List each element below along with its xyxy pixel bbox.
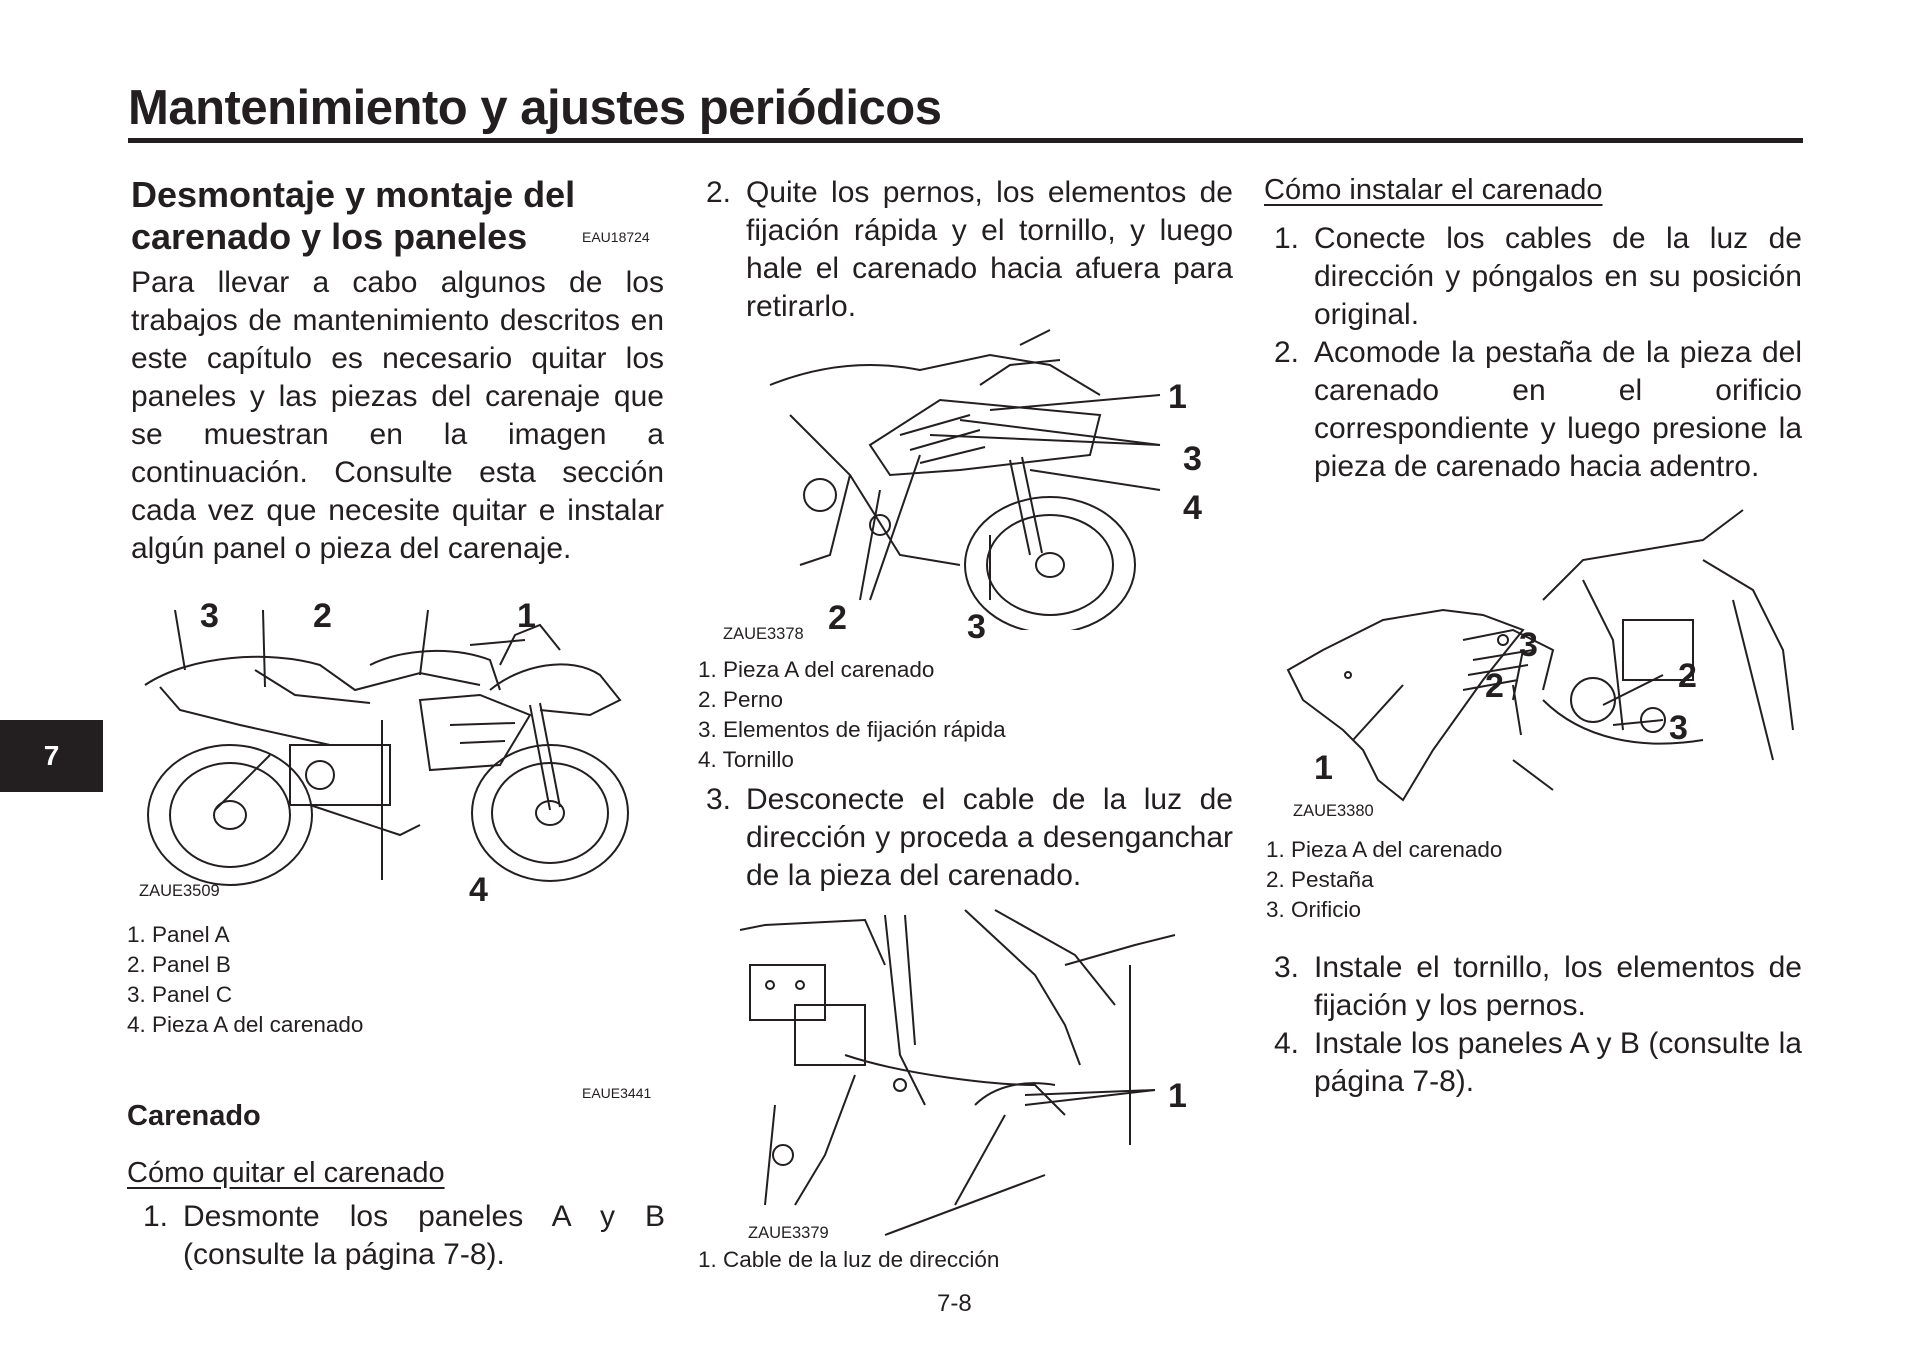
callout-1: 1 [1314, 749, 1333, 787]
legend-item: 2. Perno [698, 687, 784, 712]
step-text: Desconecte el cable de la luz de direcci… [746, 783, 1233, 892]
page-number: 7-8 [937, 1290, 972, 1317]
turn-signal-cable-figure [739, 909, 1176, 1236]
callout-1: 1 [517, 597, 536, 635]
step-number: 3. [1274, 951, 1300, 984]
step-text: Instale el tornillo, los elementos de fi… [1314, 951, 1802, 1022]
section-title-line1: Desmontaje y montaje del [131, 174, 576, 215]
legend-item: 4. Tornillo [698, 747, 794, 772]
step-number: 1. [1274, 222, 1300, 255]
legend-item: 3. Elementos de fijación rápida [698, 717, 1006, 742]
install-step-2: 2. Acomode la pestaña de la pieza del ca… [1274, 334, 1802, 486]
remove-step-3: 3. Desconecte el cable de la luz de dire… [706, 781, 1233, 895]
chapter-tab: 7 [0, 720, 103, 792]
page-title: Mantenimiento y ajustes periódicos [128, 81, 942, 135]
remove-step-2: 2. Quite los pernos, los elementos de fi… [706, 174, 1233, 326]
intro-paragraph: Para llevar a cabo algunos de los trabaj… [131, 266, 664, 565]
callout-3b: 3 [967, 608, 986, 646]
step-text: Desmonte los paneles A y B (consulte la … [183, 1200, 665, 1271]
install-step-1: 1. Conecte los cables de la luz de direc… [1274, 220, 1802, 334]
callout-4: 4 [1183, 489, 1202, 527]
fairing-tab-figure [1286, 509, 1794, 802]
remove-heading: Cómo quitar el carenado [127, 1157, 445, 1189]
section-code: EAU18724 [582, 229, 650, 245]
figure-id: ZAUE3509 [139, 882, 220, 900]
legend-item: 4. Pieza A del carenado [127, 1012, 364, 1037]
callout-3: 3 [1183, 440, 1202, 478]
step-text: Conecte los cables de la luz de direcció… [1314, 222, 1802, 331]
figure-legend: 1. Pieza A del carenado 2. Perno 3. Elem… [698, 655, 1006, 775]
callout-4: 4 [469, 871, 488, 909]
figure-legend: 1. Panel A 2. Panel B 3. Panel C 4. Piez… [127, 920, 363, 1040]
callout-1: 1 [1168, 1077, 1187, 1115]
legend-item: 1. Cable de la luz de dirección [698, 1247, 1000, 1272]
callout-3: 3 [200, 597, 219, 635]
step-text: Instale los paneles A y B (consulte la p… [1314, 1027, 1802, 1098]
remove-step-1: 1. Desmonte los paneles A y B (consulte … [143, 1198, 665, 1274]
callout-3b: 3 [1669, 709, 1688, 747]
legend-item: 1. Pieza A del carenado [698, 657, 935, 682]
step-number: 2. [1274, 336, 1300, 369]
legend-item: 3. Panel C [127, 982, 233, 1007]
callout-2: 2 [828, 599, 847, 637]
callout-2: 2 [313, 597, 332, 635]
figure-id: ZAUE3378 [723, 625, 804, 643]
figure-legend: 1. Pieza A del carenado 2. Pestaña 3. Or… [1266, 835, 1502, 925]
install-step-3: 3. Instale el tornillo, los elementos de… [1274, 949, 1802, 1025]
legend-item: 2. Pestaña [1266, 867, 1374, 892]
callout-2: 2 [1485, 667, 1504, 705]
section-title: Desmontaje y montaje del carenado y los … [131, 174, 671, 258]
install-heading: Cómo instalar el carenado [1264, 174, 1603, 206]
section-title-line2: carenado y los paneles [131, 216, 528, 257]
step-number: 4. [1274, 1027, 1300, 1060]
step-number: 3. [706, 783, 732, 816]
step-text: Acomode la pestaña de la pieza del caren… [1314, 336, 1802, 483]
step-text: Quite los pernos, los elementos de fijac… [746, 176, 1233, 323]
figure-id: ZAUE3379 [748, 1224, 829, 1242]
callout-1: 1 [1168, 378, 1187, 416]
callout-3: 3 [1519, 626, 1538, 664]
carenado-title: Carenado [127, 1100, 261, 1132]
figure-id: ZAUE3380 [1293, 802, 1374, 820]
legend-item: 2. Panel B [127, 952, 231, 977]
step-number: 1. [143, 1200, 169, 1233]
callout-2b: 2 [1678, 657, 1697, 695]
legend-item: 3. Orificio [1266, 897, 1362, 922]
step-number: 2. [706, 176, 732, 209]
legend-item: 1. Pieza A del carenado [1266, 837, 1503, 862]
legend-item: 1. Panel A [127, 922, 230, 947]
title-divider [128, 138, 1803, 143]
carenado-code: EAUE3441 [582, 1085, 652, 1101]
figure-legend: 1. Cable de la luz de dirección [698, 1245, 999, 1275]
motorcycle-panels-figure [144, 609, 629, 886]
install-step-4: 4. Instale los paneles A y B (consulte l… [1274, 1025, 1802, 1101]
fairing-fasteners-figure [769, 329, 1161, 630]
